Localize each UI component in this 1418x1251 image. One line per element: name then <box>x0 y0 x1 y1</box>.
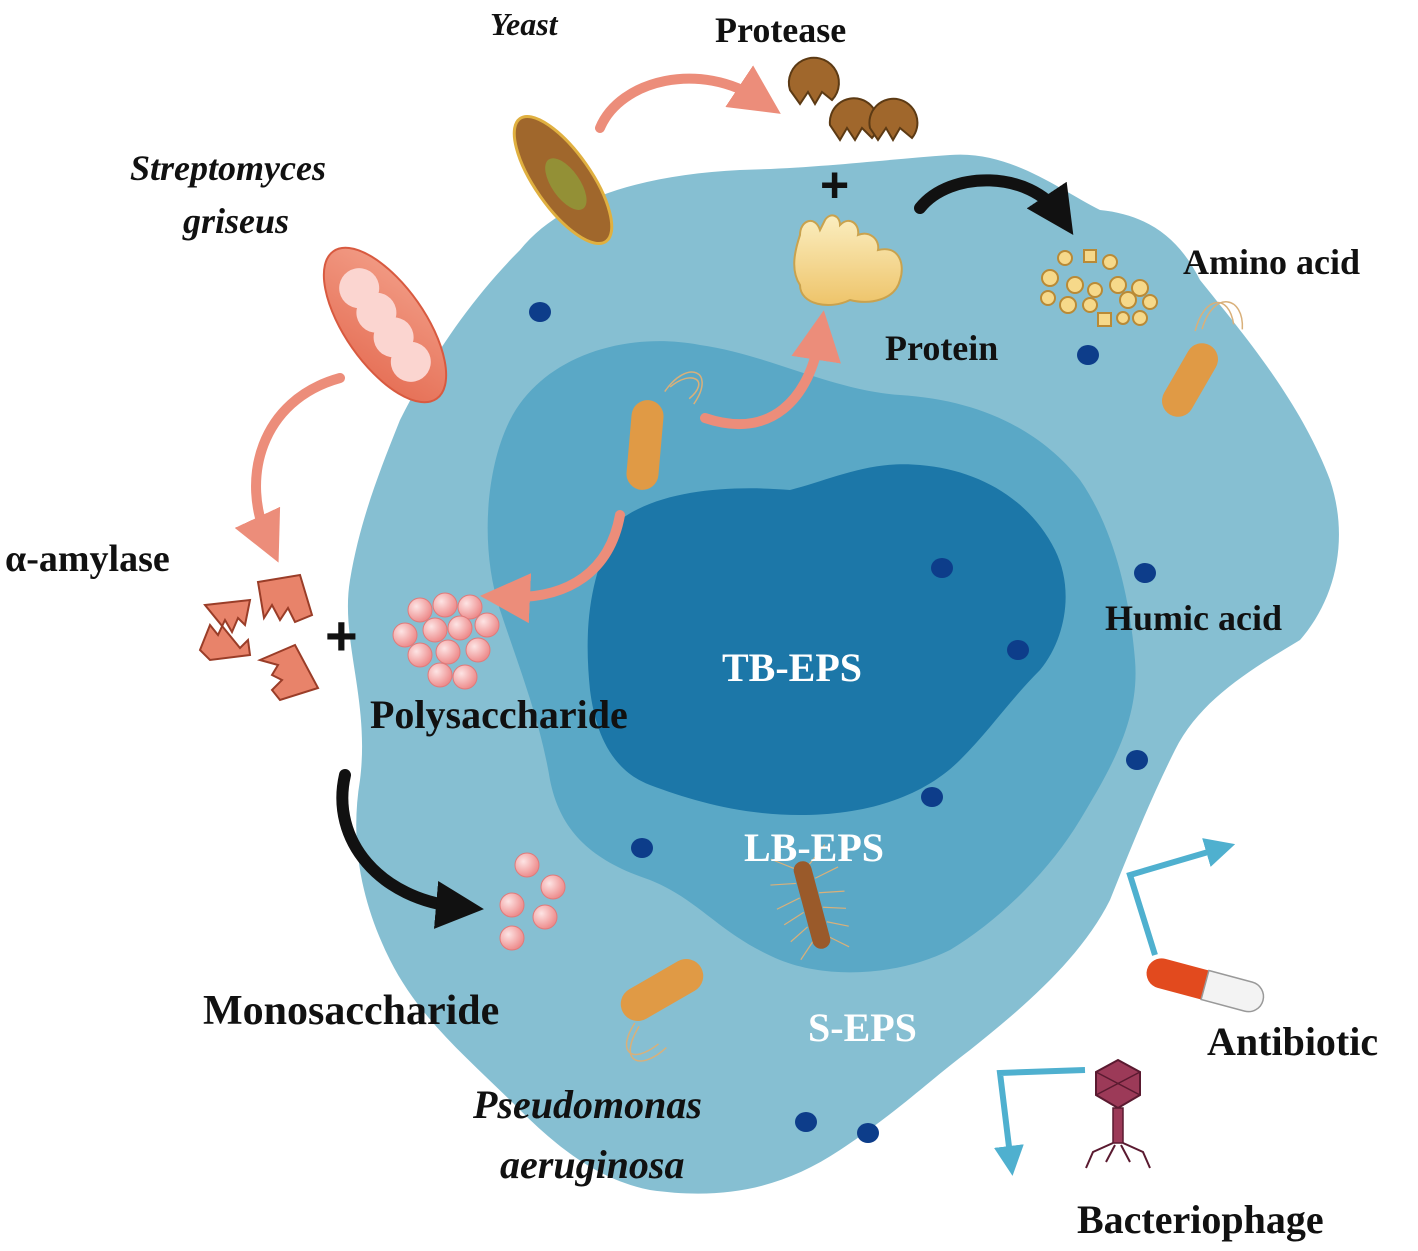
polysaccharide-cluster <box>392 592 500 690</box>
label-yeast: Yeast <box>490 6 558 42</box>
label-humic-acid: Humic acid <box>1105 598 1282 638</box>
plus-sign-protein: + <box>820 157 850 213</box>
label-monosaccharide: Monosaccharide <box>203 988 500 1034</box>
label-s-eps: S-EPS <box>808 1005 917 1050</box>
label-amino-acid: Amino acid <box>1183 242 1361 282</box>
label-protein: Protein <box>885 328 999 368</box>
label-polysaccharide: Polysaccharide <box>370 692 628 737</box>
label-griseus: griseus <box>183 201 290 241</box>
label-lb-eps: LB-EPS <box>744 825 885 870</box>
black-arrows <box>336 174 1074 929</box>
label-protease: Protease <box>715 10 847 50</box>
label-bacteriophage: Bacteriophage <box>1077 1197 1324 1242</box>
yeast-cell <box>512 114 614 246</box>
bacteriophage-virus <box>1085 1058 1151 1169</box>
label-streptomyces: Streptomyces <box>130 148 326 188</box>
tb-eps-layer <box>587 464 1066 815</box>
label-antibiotic: Antibiotic <box>1207 1019 1379 1064</box>
amino-acid-cluster <box>1040 249 1158 327</box>
label-aeruginosa: aeruginosa <box>500 1142 685 1187</box>
protein-molecule <box>793 214 903 306</box>
bacterium-pseudomonas <box>620 959 704 1062</box>
bacterium-hairy <box>770 844 850 961</box>
protease-fragments <box>787 56 919 142</box>
antibiotic-capsule <box>1146 958 1265 1013</box>
monosaccharide-cluster <box>499 852 566 951</box>
bacterium-upper-right <box>1162 301 1244 417</box>
plus-sign-polysaccharide: + <box>325 604 358 667</box>
label-pseudomonas: Pseudomonas <box>473 1082 702 1127</box>
alpha-amylase-fragments <box>198 573 320 702</box>
cyan-arrows <box>994 838 1236 1176</box>
label-alpha-amylase: α-amylase <box>5 538 170 580</box>
label-tb-eps: TB-EPS <box>722 645 863 690</box>
salmon-arrows <box>234 65 841 624</box>
bacterium-center <box>626 371 703 490</box>
particle-dots <box>529 302 1156 1143</box>
